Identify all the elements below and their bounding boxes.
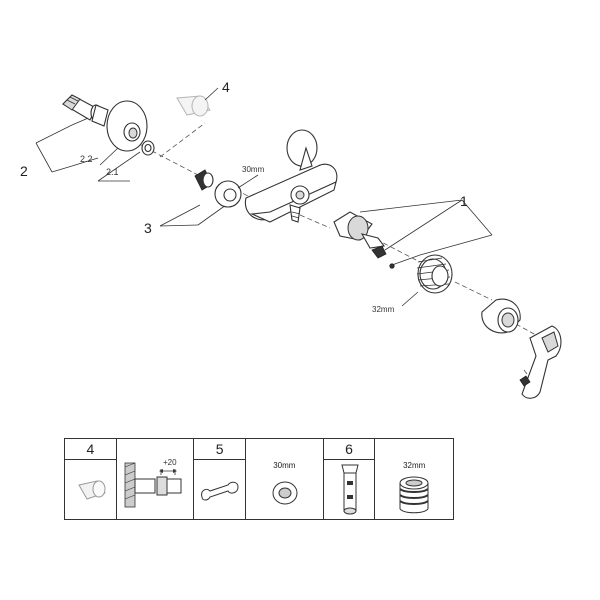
callout-2-1: 2.1 xyxy=(106,167,119,177)
callout-3: 3 xyxy=(144,220,152,236)
callout-3-leaders xyxy=(159,204,227,227)
cartridge-tool-icon xyxy=(341,464,359,515)
nut-30mm-icon xyxy=(272,481,298,505)
tools-cell-nut-30mm: 30mm xyxy=(246,439,324,519)
tools-cell-cartridge-tool: 6 xyxy=(323,439,376,519)
threaded-ring-part xyxy=(416,254,453,294)
installation-depth-value: +20 xyxy=(163,458,177,467)
rosette-part xyxy=(106,100,148,152)
tool-number-5: 5 xyxy=(194,439,246,460)
washer-part xyxy=(141,140,155,156)
cover-sleeve-part xyxy=(481,298,521,334)
extension-ghost-part xyxy=(176,95,211,117)
installation-depth-icon: +20 xyxy=(124,458,182,508)
tools-cell-extension: 4 xyxy=(65,439,117,519)
connector-nipple-part xyxy=(62,94,109,127)
tools-cell-wrench: 5 xyxy=(194,439,247,519)
tool-number-6: 6 xyxy=(323,439,375,460)
thread-size-label: 32mm xyxy=(372,305,395,314)
callout-2: 2 xyxy=(20,163,28,179)
callout-2-2: 2.2 xyxy=(80,154,93,164)
assembly-axes xyxy=(109,122,546,379)
tools-cell-installation-depth: +20 xyxy=(117,439,195,519)
callout-4: 4 xyxy=(222,79,230,95)
callout-1-leaders xyxy=(359,199,493,266)
tool-number-4: 4 xyxy=(65,439,116,460)
tools-cell-ring-32mm: 32mm xyxy=(375,439,453,519)
exploded-view-diagram: 2 2.2 2.1 4 3 30mm 1 32mm xyxy=(20,79,562,399)
mixer-body-part xyxy=(244,129,338,223)
callout-2-leaders xyxy=(35,112,141,182)
tool-size-30mm: 30mm xyxy=(273,461,296,470)
threaded-ring-32mm-icon xyxy=(399,476,430,514)
union-nut-part xyxy=(214,180,242,208)
wrench-icon xyxy=(201,481,239,501)
callout-1: 1 xyxy=(460,193,468,209)
eccentric-part xyxy=(194,169,214,191)
cartridge-part xyxy=(333,211,395,269)
tool-size-32mm: 32mm xyxy=(403,461,426,470)
nut-size-label: 30mm xyxy=(242,165,265,174)
extension-tool-icon xyxy=(78,480,106,500)
special-tools-table: 4 +20 5 30mm 6 xyxy=(64,438,454,520)
lever-handle-part xyxy=(519,325,562,399)
